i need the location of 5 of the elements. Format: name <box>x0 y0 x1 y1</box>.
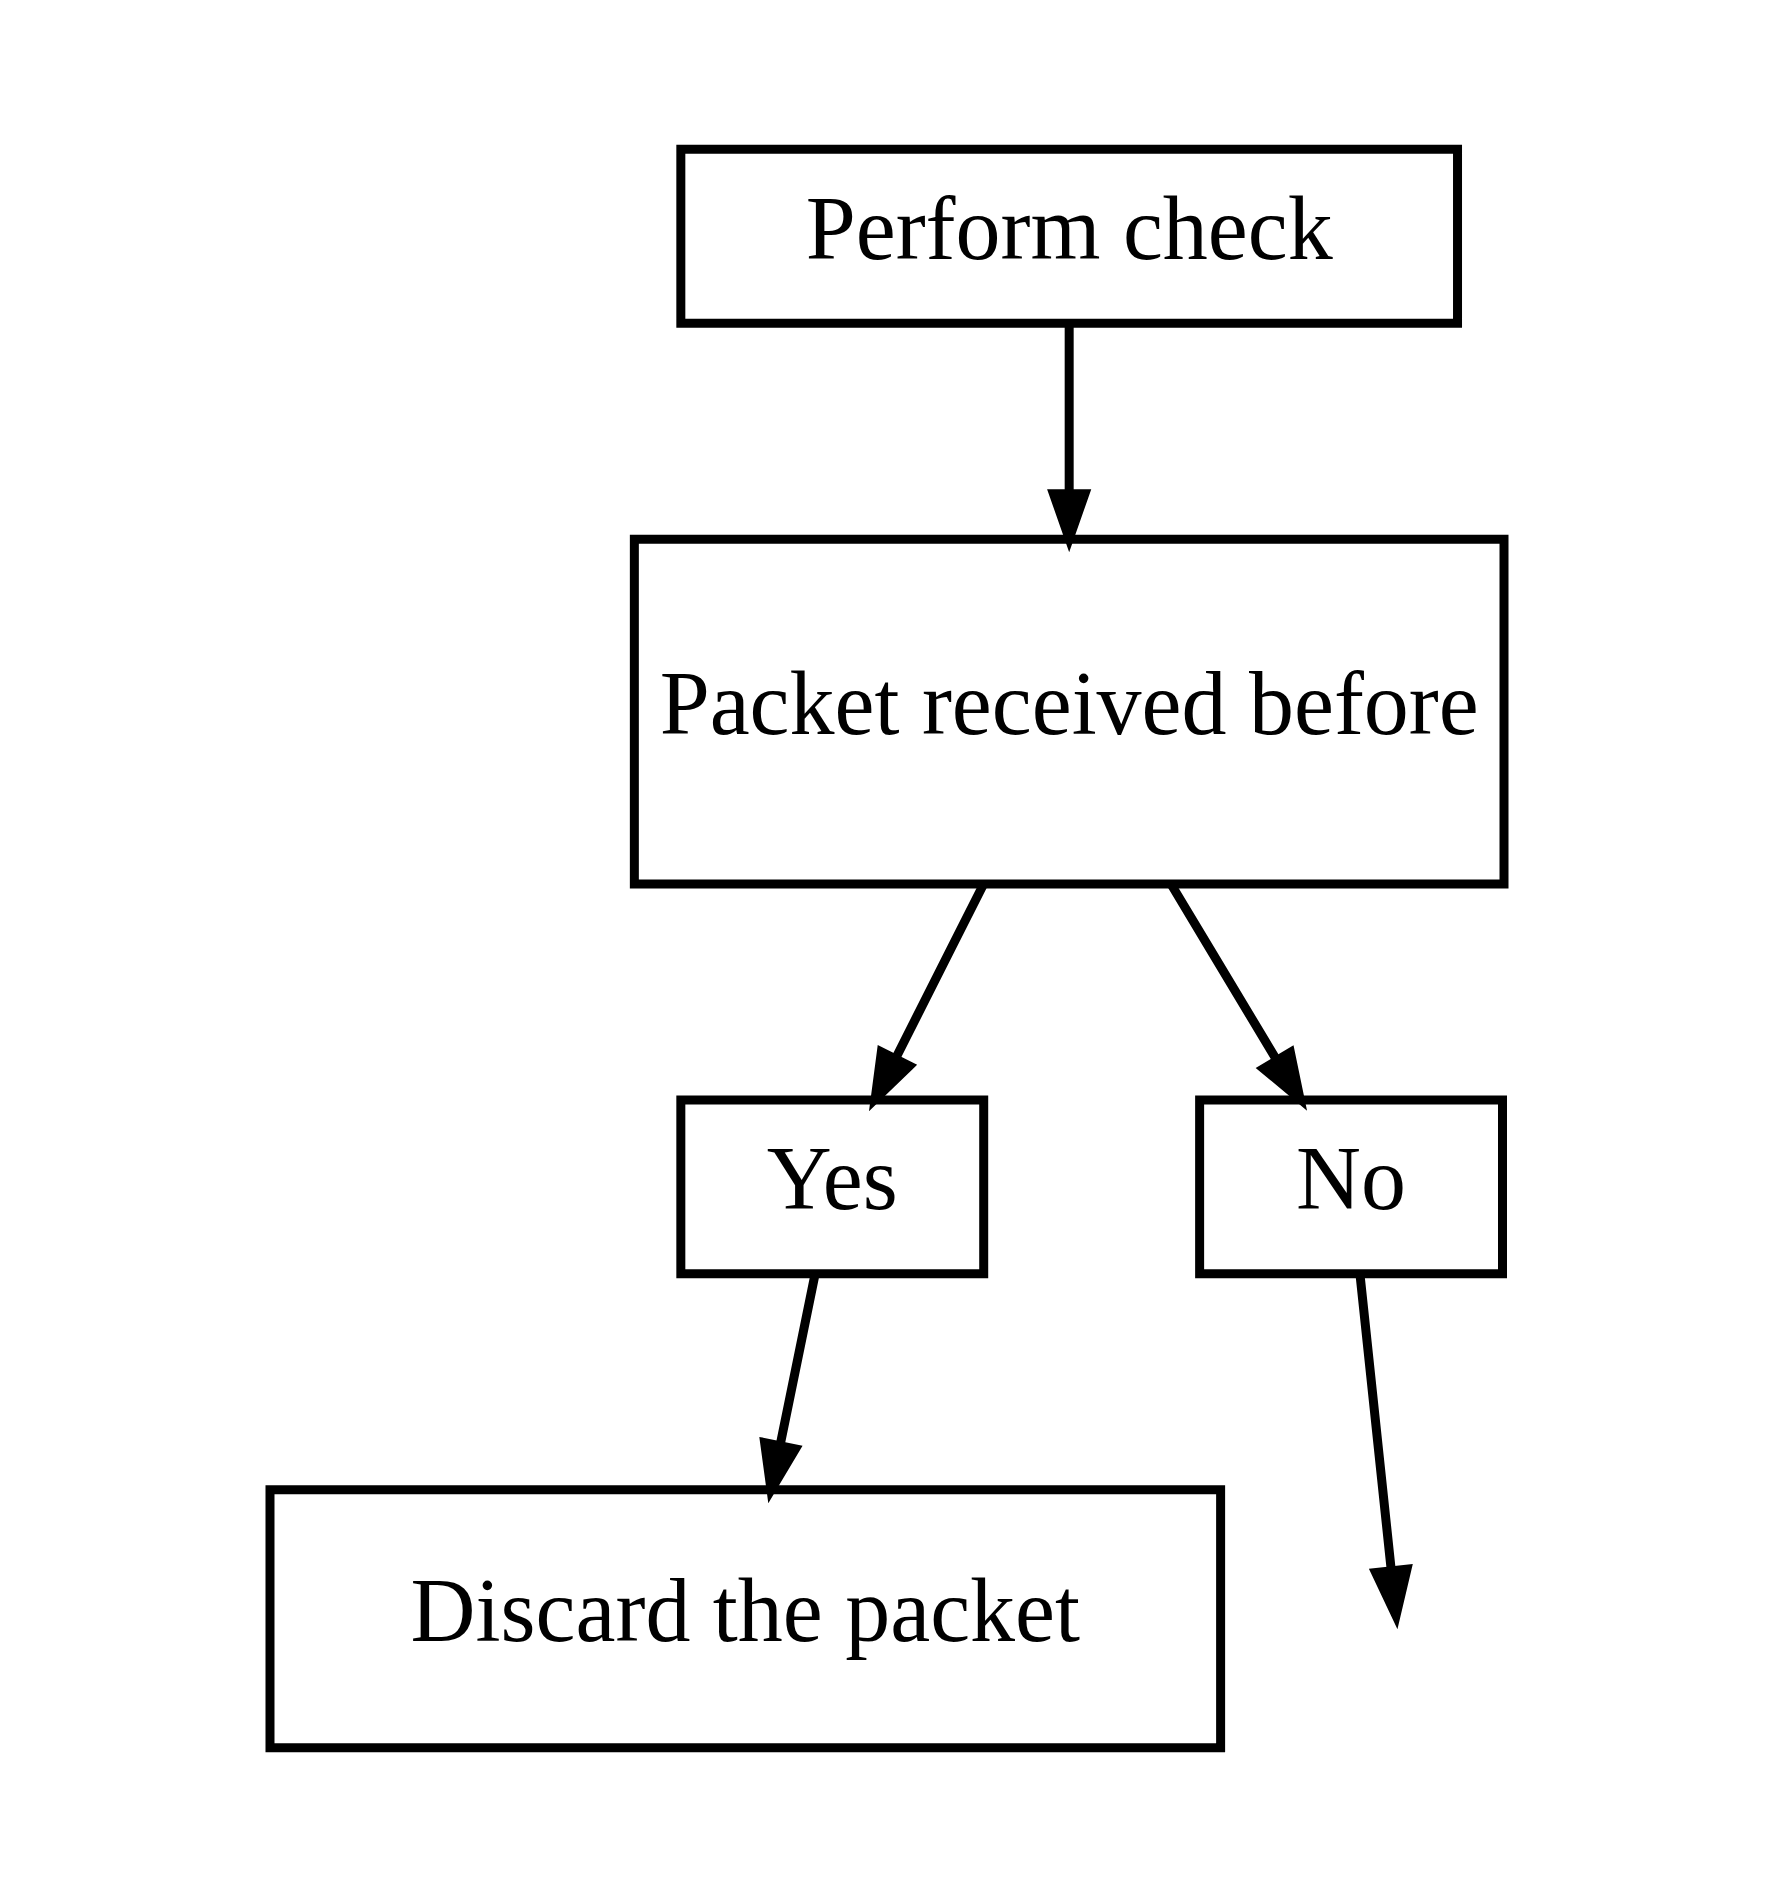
node-box: Discard the packet <box>265 1484 1225 1752</box>
node-box: Yes <box>675 1094 988 1278</box>
node-box: No <box>1194 1094 1507 1278</box>
node-box: Packet received before <box>629 534 1508 889</box>
node-box: Perform check <box>675 144 1462 328</box>
